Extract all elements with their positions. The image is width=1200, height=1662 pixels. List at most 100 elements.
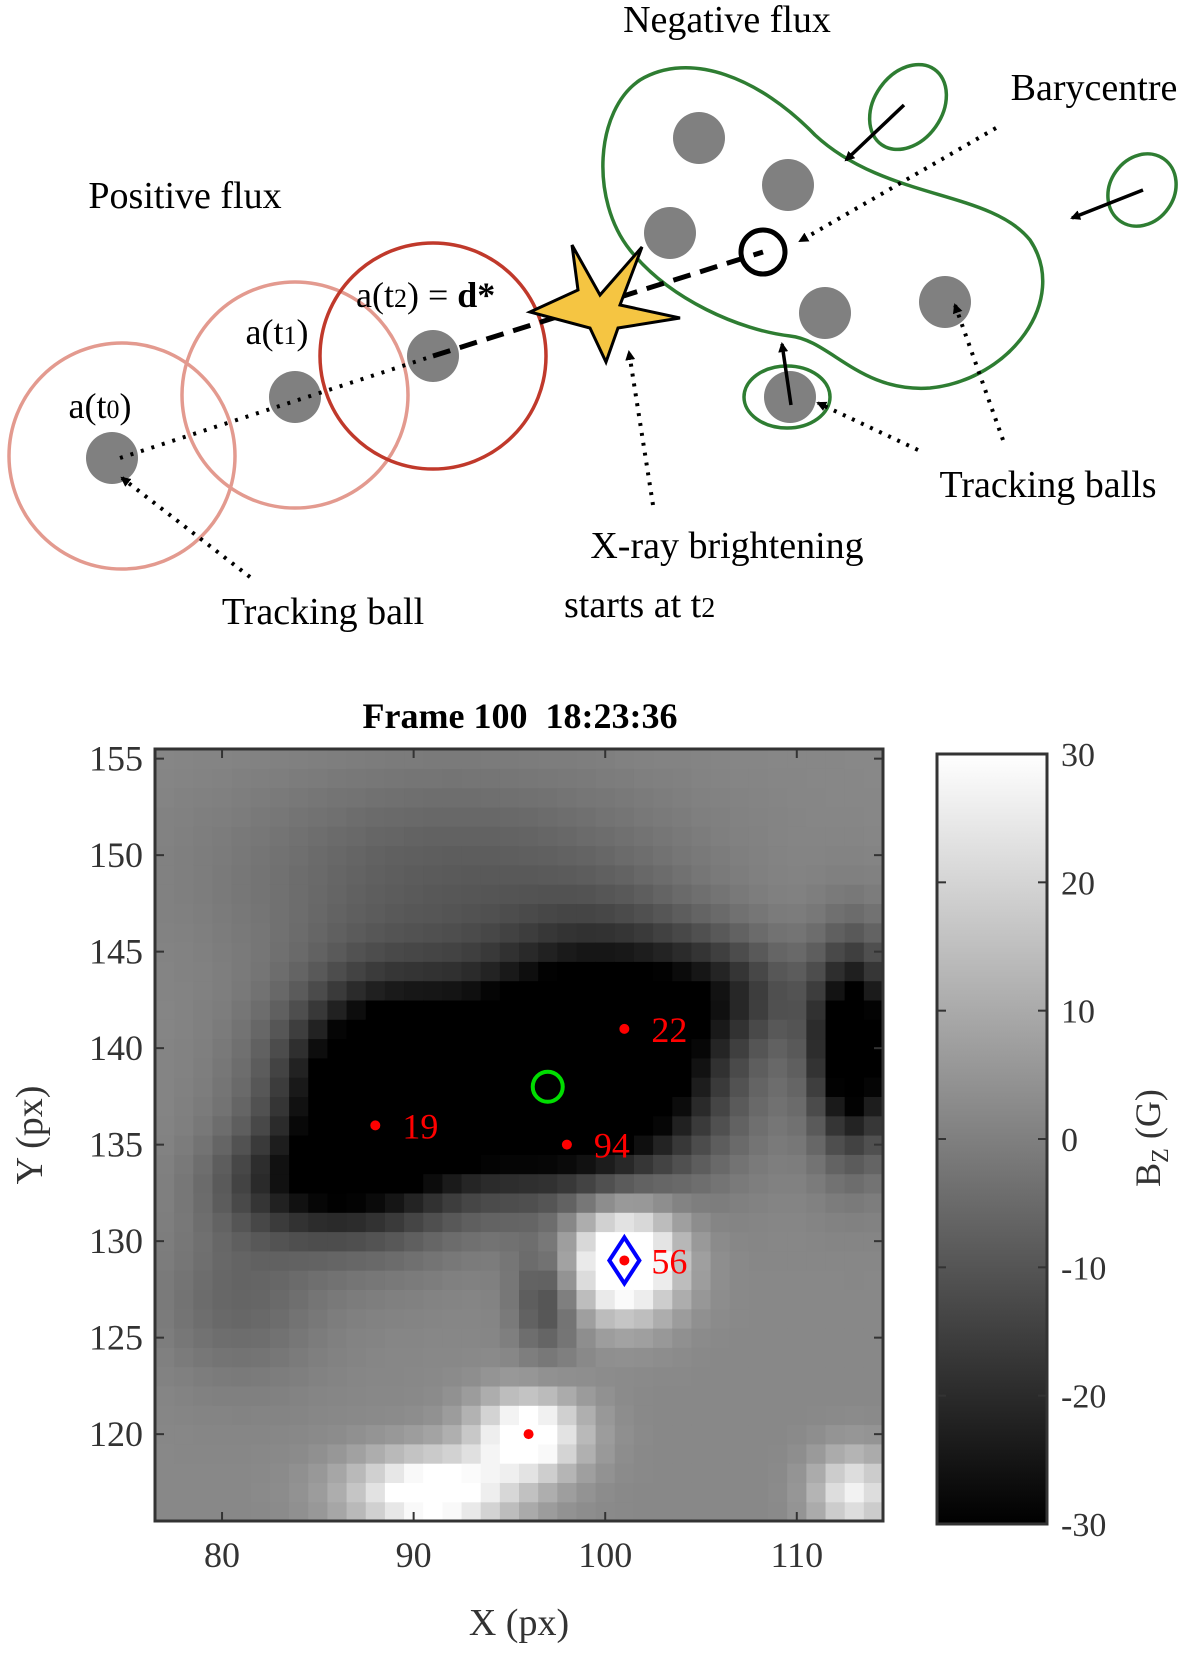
heatmap-cell [212,749,233,769]
heatmap-cell [576,1308,597,1329]
heatmap-cell [499,1173,520,1194]
heatmap-cell [404,1424,424,1445]
heatmap-cell [806,1385,827,1406]
heatmap-cell [576,1077,597,1097]
heatmap-cell [461,1501,482,1522]
heatmap-cell [174,922,194,943]
heatmap-cell [787,826,807,847]
heatmap-cell [308,749,329,769]
heatmap-cell [231,1250,252,1271]
heatmap-cell [289,1424,309,1445]
heatmap-cell [844,1482,865,1503]
heatmap-cell [519,1289,539,1310]
heatmap-cell [423,1115,443,1136]
heatmap-cell [231,1308,252,1329]
heatmap-cell [576,1443,597,1464]
heatmap-cell [365,806,386,827]
heatmap-cell [174,806,194,827]
heatmap-cell [269,1385,290,1406]
heatmap-cell [346,1135,367,1155]
tracking-ball-neg-3 [644,207,696,259]
heatmap-cell [384,845,405,866]
heatmap-cell [806,1154,827,1175]
heatmap-cell [499,1057,520,1078]
heatmap-cell [614,1096,635,1117]
heatmap-cell [365,1250,386,1271]
heatmap-cell [614,999,635,1020]
heatmap-cell [365,1501,386,1522]
heatmap-cell [710,749,731,769]
heatmap-cell [576,768,597,789]
heatmap-cell [787,1250,807,1271]
heatmap-cell [844,884,865,904]
heatmap-cell [768,1057,788,1078]
heatmap-cell [423,1270,443,1290]
heatmap-cell [289,1443,309,1464]
heatmap-cell [269,1135,290,1155]
heatmap-cell [174,1250,194,1271]
heatmap-cell [653,826,673,847]
heatmap-cell [212,1270,233,1290]
heatmap-cell [193,1115,214,1136]
heatmap-cell [155,806,175,827]
heatmap-cell [672,1366,693,1387]
heatmap-cell [538,1250,558,1271]
heatmap-cell [691,1096,712,1117]
heatmap-cell [289,922,309,943]
heatmap-cell [653,1077,673,1097]
heatmap-cell [423,1366,443,1387]
heatmap-cell [404,1347,424,1368]
heatmap-cell [863,903,884,924]
heatmap-cell [595,1096,616,1117]
heatmap-cell [423,768,443,789]
heatmap-cell [863,1173,884,1194]
heatmap-cell [748,1154,769,1175]
heatmap-cell [844,806,865,827]
heatmap-cell [519,1501,539,1522]
heatmap-cell [863,1463,884,1483]
heatmap-cell [289,1173,309,1194]
heatmap-cell [365,980,386,1001]
heatmap-cell [538,1173,558,1194]
heatmap-cell [365,1154,386,1175]
heatmap-cell [595,961,616,982]
heatmap-cell [231,1347,252,1368]
heatmap-cell [576,1096,597,1117]
heatmap-cell [384,1289,405,1310]
heatmap-cell [250,961,271,982]
heatmap-cell [825,1231,846,1252]
heatmap-cell [404,1057,424,1078]
flare-site-diamond-icon [606,1233,642,1288]
heatmap-cell [653,884,673,904]
heatmap-cell [404,999,424,1020]
heatmap-cell [442,845,463,866]
heatmap-cell [269,1328,290,1348]
heatmap-cell [825,1212,846,1233]
heatmap-cell [499,845,520,866]
heatmap-cell [614,1405,635,1426]
heatmap-cell [404,1463,424,1483]
heatmap-cell [231,1154,252,1175]
heatmap-cell [231,1077,252,1097]
heatmap-cell [480,1424,501,1445]
heatmap-cell [212,942,233,962]
heatmap-cell [269,1405,290,1426]
heatmap-cell [633,1347,654,1368]
heatmap-cell [327,826,348,847]
heatmap-cell [538,961,558,982]
heatmap-cell [576,1038,597,1059]
heatmap-cell [538,980,558,1001]
heatmap-cell [442,1424,463,1445]
heatmap-cell [710,1231,731,1252]
heatmap-cell [193,942,214,962]
heatmap-cell [308,942,329,962]
heatmap-cell [710,1077,731,1097]
heatmap-cell [423,1443,443,1464]
heatmap-cell [480,1270,501,1290]
label-a-t2: a(t2) = d* [356,275,495,315]
heatmap-cell [672,1038,693,1059]
heatmap-cell [653,1270,673,1290]
heatmap-cell [863,980,884,1001]
heatmap-cell [576,942,597,962]
heatmap-cell [155,980,175,1001]
